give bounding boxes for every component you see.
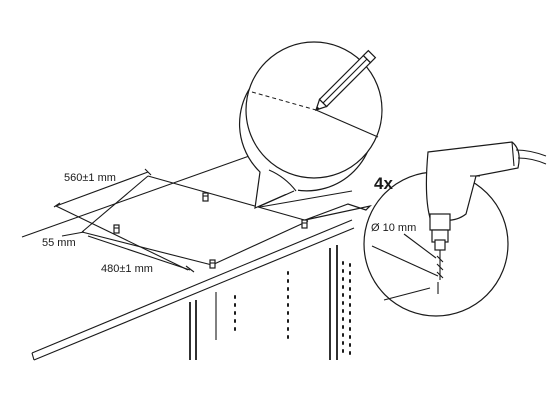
screw-marker xyxy=(113,224,120,234)
drill-icon xyxy=(425,141,547,280)
screw-marker xyxy=(209,259,216,269)
dimension-width-line xyxy=(87,235,195,273)
screw-markers xyxy=(113,192,308,269)
screw-marker xyxy=(202,192,209,202)
screw-marker xyxy=(301,219,308,229)
cutout-outline xyxy=(81,175,309,266)
label-length: 560±1 mm xyxy=(64,172,116,184)
quantity-label: 4x xyxy=(374,174,393,193)
cabinet xyxy=(189,245,351,360)
pencil-icon xyxy=(315,49,377,111)
worktop xyxy=(21,154,355,361)
label-edge-offset: 55 mm xyxy=(42,237,76,249)
dimension-length-line xyxy=(53,168,189,271)
label-hole-diameter: Ø 10 mm xyxy=(371,222,416,234)
dimension-edge-line xyxy=(61,231,85,237)
label-width: 480±1 mm xyxy=(101,263,153,275)
